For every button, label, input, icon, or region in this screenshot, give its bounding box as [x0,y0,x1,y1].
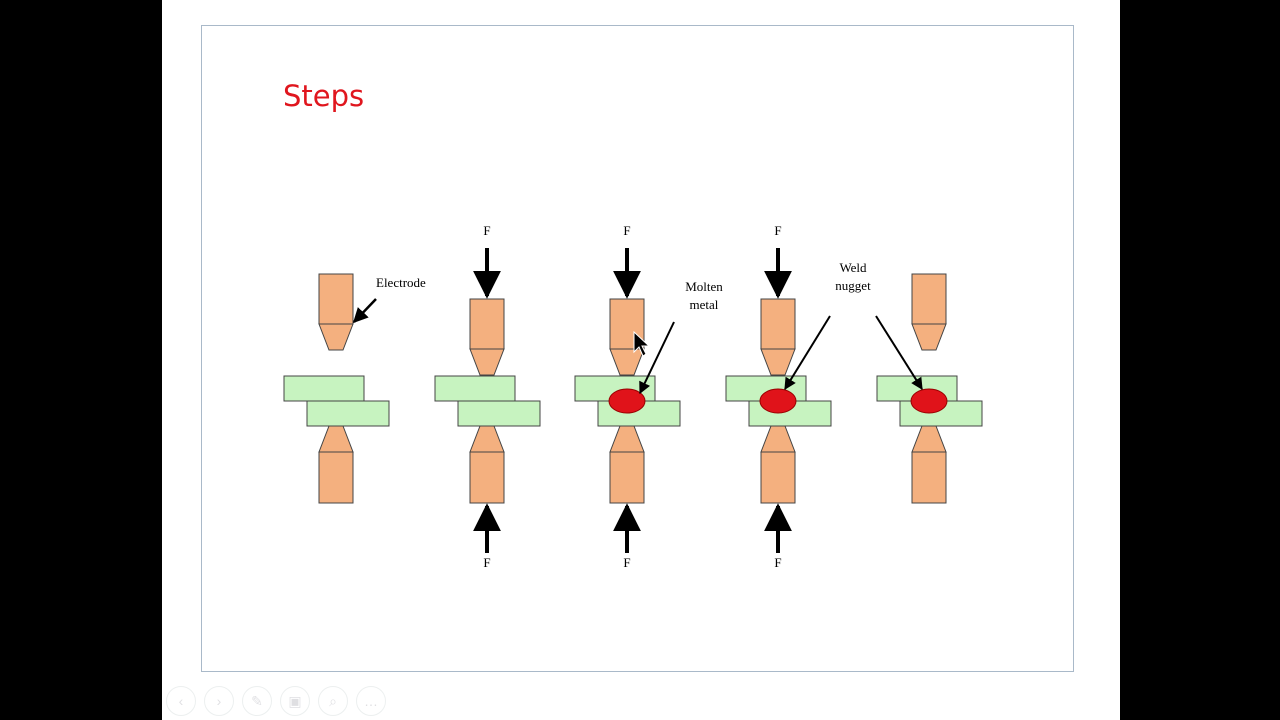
lower-electrode-tip [318,425,354,453]
upper-electrode-body [760,298,796,350]
chevron-left-icon: ‹ [178,693,184,709]
electrode-label: Electrode [376,275,426,290]
pen-icon: ✎ [251,692,263,709]
weld-nugget-label-line1: Weld [839,260,867,275]
lower-electrode-body [911,451,947,504]
more-button[interactable]: … [356,686,386,716]
weld-nugget-label-line2: nugget [835,278,871,293]
lower-electrode-tip [911,425,947,453]
diagram-labels: Electrode Molten metal Weld nugget [352,260,923,395]
pen-button[interactable]: ✎ [242,686,272,716]
upper-electrode-body [318,273,354,325]
upper-electrode-tip [760,348,796,376]
electrode-pointer [352,298,377,324]
weld-nugget-pointer-right [875,315,923,391]
lower-sheet [457,400,541,427]
lower-electrode-body [760,451,796,504]
slides-icon: ▣ [288,692,302,709]
lower-electrode-body [318,451,354,504]
force-label-bottom: F [623,555,630,570]
lower-electrode-body [609,451,645,504]
lower-sheet [306,400,390,427]
more-icon: … [364,693,378,709]
chevron-right-icon: › [216,693,222,709]
force-label-top: F [483,223,490,238]
weld-stage-4: FF [725,223,832,570]
molten-metal-label-line1: Molten [685,279,723,294]
previous-button[interactable]: ‹ [166,686,196,716]
lower-electrode-tip [469,425,505,453]
upper-electrode-tip [469,348,505,376]
next-button[interactable]: › [204,686,234,716]
molten-metal-pointer [639,321,675,395]
weld-stage-1 [283,273,390,504]
lower-electrode-body [469,451,505,504]
weld-nugget-pointer-left [784,315,831,391]
weld-nugget [608,388,646,414]
upper-electrode-body [911,273,947,325]
force-label-bottom: F [774,555,781,570]
upper-electrode-tip [911,323,947,351]
weld-stage-2: FF [434,223,541,570]
lower-electrode-tip [760,425,796,453]
slide-title: Steps [283,79,365,113]
lower-electrode-tip [609,425,645,453]
force-label-top: F [623,223,630,238]
slides-button[interactable]: ▣ [280,686,310,716]
weld-nugget [910,388,948,414]
magnifier-icon: ⌕ [329,692,337,709]
force-label-top: F [774,223,781,238]
zoom-button[interactable]: ⌕ [318,686,348,716]
upper-electrode-tip [609,348,645,376]
upper-sheet [434,375,516,402]
mouse-cursor-icon [633,330,651,357]
weld-stage-5 [876,273,983,504]
upper-sheet [283,375,365,402]
weld-stage-3: FF [574,223,681,570]
molten-metal-label-line2: metal [690,297,719,312]
slideshow-toolbar: ‹ › ✎ ▣ ⌕ … [162,686,386,718]
upper-electrode-body [469,298,505,350]
weld-nugget [759,388,797,414]
upper-electrode-tip [318,323,354,351]
force-label-bottom: F [483,555,490,570]
